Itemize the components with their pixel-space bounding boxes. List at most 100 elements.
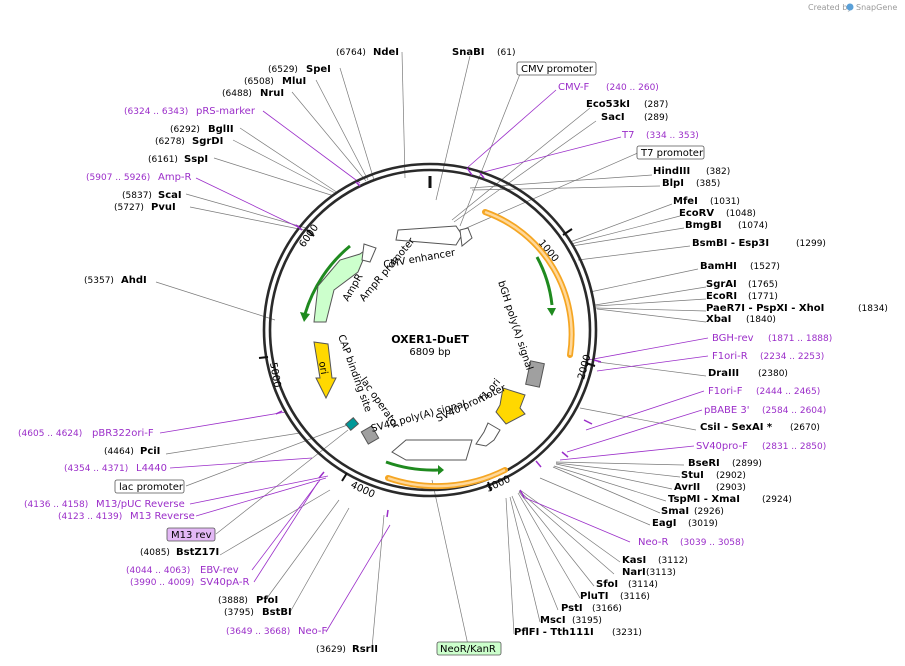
site-bstz17i: BstZ17I bbox=[176, 547, 219, 558]
sv40-polya-arrow[interactable] bbox=[391, 439, 473, 461]
m13-rev-box[interactable] bbox=[166, 527, 216, 542]
lac-operator-rect[interactable] bbox=[360, 425, 380, 445]
lac-promoter-box[interactable] bbox=[114, 479, 185, 494]
svg-text:(3231): (3231) bbox=[612, 628, 642, 638]
neor-kanr-box-label: NeoR/KanR bbox=[440, 644, 496, 655]
sv40-promoter-arrow[interactable] bbox=[475, 422, 501, 447]
primer-cmv-f: CMV-F bbox=[558, 82, 589, 93]
site-bamhi: BamHI bbox=[700, 261, 737, 272]
svg-text:(5727): (5727) bbox=[114, 203, 144, 213]
svg-text:(61): (61) bbox=[497, 48, 515, 58]
svg-text:(4464): (4464) bbox=[104, 447, 134, 457]
primer-neo-f: Neo-F bbox=[298, 626, 328, 637]
primer-m13-puc-reverse: M13/pUC Reverse bbox=[96, 499, 185, 510]
cmv-enhancer-arrow[interactable] bbox=[395, 225, 463, 246]
svg-text:(4044 .. 4063): (4044 .. 4063) bbox=[126, 566, 190, 576]
svg-text:(6292): (6292) bbox=[170, 125, 200, 135]
svg-text:(1031): (1031) bbox=[710, 197, 740, 207]
primer-f1ori-r: F1ori-R bbox=[712, 351, 748, 362]
site-bstbi: BstBI bbox=[262, 607, 292, 618]
svg-text:(5907 .. 5926): (5907 .. 5926) bbox=[86, 173, 150, 183]
snapgene-logo-icon bbox=[846, 3, 854, 11]
plasmid-size: 6809 bp bbox=[409, 347, 450, 358]
site-tspmi-xmai: TspMI - XmaI bbox=[668, 494, 740, 505]
neor-kanr-box[interactable] bbox=[436, 641, 502, 656]
svg-text:(2903): (2903) bbox=[716, 483, 746, 493]
svg-text:(2584 .. 2604): (2584 .. 2604) bbox=[762, 406, 826, 416]
site-eagi: EagI bbox=[652, 518, 676, 529]
site-ndei: NdeI bbox=[373, 47, 399, 58]
svg-text:(1048): (1048) bbox=[726, 209, 756, 219]
primer-sv40pa-r: SV40pA-R bbox=[200, 577, 249, 588]
orf-arrow-3 bbox=[303, 244, 351, 315]
svg-text:(6278): (6278) bbox=[155, 137, 185, 147]
svg-text:(2444 .. 2465): (2444 .. 2465) bbox=[756, 387, 820, 397]
svg-text:(287): (287) bbox=[644, 100, 668, 110]
cmv-promoter-arrow[interactable] bbox=[459, 227, 473, 247]
site-pvui: PvuI bbox=[151, 202, 176, 213]
svg-text:(3888): (3888) bbox=[218, 596, 248, 606]
svg-text:(240 .. 260): (240 .. 260) bbox=[606, 83, 659, 93]
svg-text:(3166): (3166) bbox=[592, 604, 622, 614]
site-hindiii: HindIII bbox=[653, 166, 690, 177]
svg-text:(3112): (3112) bbox=[658, 556, 688, 566]
cmv-promoter-box-label: CMV promoter bbox=[521, 64, 594, 75]
svg-text:(1834): (1834) bbox=[858, 304, 888, 314]
site-draiii: DraIII bbox=[708, 368, 739, 379]
cmv-promoter-box[interactable] bbox=[516, 61, 597, 76]
site-blpi: BlpI bbox=[662, 178, 684, 189]
cap-binding-site-rect[interactable] bbox=[344, 417, 360, 431]
svg-text:(385): (385) bbox=[696, 179, 720, 189]
cap-binding-site-label: CAP binding site bbox=[335, 333, 373, 413]
site-sfoi: SfoI bbox=[596, 579, 618, 590]
svg-text:(6508): (6508) bbox=[244, 77, 274, 87]
site-msci: MscI bbox=[540, 615, 566, 626]
site-stui: StuI bbox=[681, 470, 704, 481]
site-pluti: PluTI bbox=[580, 591, 608, 602]
site-sspi: SspI bbox=[184, 154, 208, 165]
site-eco53ki: Eco53kI bbox=[586, 99, 630, 110]
t7-promoter-box-label: T7 promoter bbox=[640, 148, 704, 159]
f1-ori-arrow[interactable] bbox=[495, 387, 526, 425]
svg-text:(4123 .. 4139): (4123 .. 4139) bbox=[58, 512, 122, 522]
site-sgrai: SgrAI bbox=[706, 279, 737, 290]
svg-text:(3114): (3114) bbox=[628, 580, 658, 590]
site-pcii: PciI bbox=[140, 446, 160, 457]
site-sgrdi: SgrDI bbox=[192, 136, 223, 147]
primer-sv40pro-f: SV40pro-F bbox=[696, 441, 748, 452]
svg-text:(1299): (1299) bbox=[796, 239, 826, 249]
t7-promoter-box[interactable] bbox=[636, 145, 705, 160]
primer-amp-r: Amp-R bbox=[158, 172, 192, 183]
site-ecorv: EcoRV bbox=[679, 208, 714, 219]
svg-text:(6161): (6161) bbox=[148, 155, 178, 165]
site-scai: ScaI bbox=[158, 190, 182, 201]
svg-text:(3649 .. 3668): (3649 .. 3668) bbox=[226, 627, 290, 637]
primer-neo-r: Neo-R bbox=[638, 537, 669, 548]
site-paer7i-pspxi-xhoi: PaeR7I - PspXI - XhoI bbox=[706, 303, 824, 314]
site-bsmbi-esp3i: BsmBI - Esp3I bbox=[692, 238, 769, 249]
tick-marks bbox=[258, 228, 596, 492]
orf-arc-oxer1-inner bbox=[484, 210, 573, 356]
svg-text:(334 .. 353): (334 .. 353) bbox=[646, 131, 699, 141]
svg-text:(2234 .. 2253): (2234 .. 2253) bbox=[760, 352, 824, 362]
svg-text:(1771): (1771) bbox=[748, 292, 778, 302]
primer-pbr322ori-f: pBR322ori-F bbox=[92, 428, 154, 439]
site-ahdi: AhdI bbox=[121, 275, 147, 286]
orf-arrow-1 bbox=[535, 256, 554, 306]
primer-leader-lines bbox=[159, 89, 709, 633]
svg-text:(3039 .. 3058): (3039 .. 3058) bbox=[680, 538, 744, 548]
site-saci: SacI bbox=[601, 112, 625, 123]
svg-text:(4085): (4085) bbox=[140, 548, 170, 558]
svg-text:(1840): (1840) bbox=[746, 315, 776, 325]
primer-pbabe3: pBABE 3' bbox=[704, 405, 750, 416]
ampr-promoter-arrow[interactable] bbox=[361, 243, 377, 263]
bgh-polya-rect[interactable] bbox=[525, 360, 545, 388]
svg-text:(6324 .. 6343): (6324 .. 6343) bbox=[124, 107, 188, 117]
site-kasi: KasI bbox=[622, 555, 646, 566]
svg-text:(3990 .. 4009): (3990 .. 4009) bbox=[130, 578, 194, 588]
ori-arrow[interactable] bbox=[313, 341, 337, 400]
primer-f1ori-f: F1ori-F bbox=[708, 386, 743, 397]
site-pfoi: PfoI bbox=[256, 595, 278, 606]
primer-prs-marker: pRS-marker bbox=[196, 106, 256, 117]
svg-text:(289): (289) bbox=[644, 113, 668, 123]
